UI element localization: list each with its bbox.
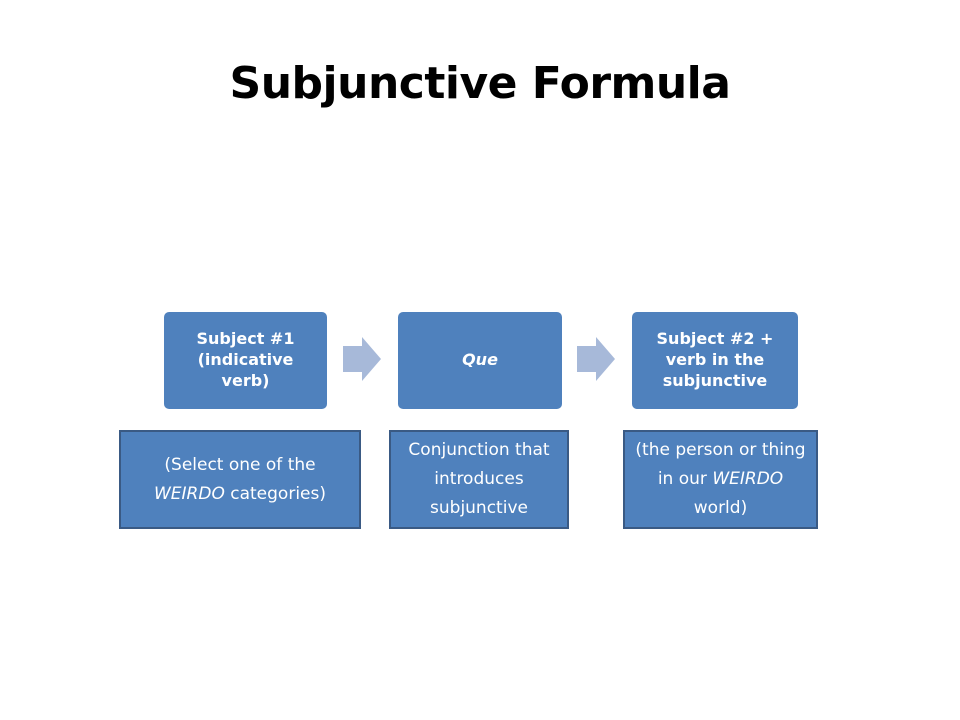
step-subject-1: Subject #1 (indicative verb) [164, 312, 327, 409]
note-subject-2: (the person or thing in our WEIRDO world… [623, 430, 818, 529]
note-text: (Select one of the [164, 454, 316, 475]
note-subject-1-text: (Select one of the WEIRDO categories) [129, 451, 351, 509]
note-que-text: Conjunction that introduces subjunctive [408, 440, 550, 518]
note-text: categories) [224, 483, 326, 504]
step-que: Que [398, 312, 562, 409]
arrow-shape [577, 337, 615, 381]
arrow-right-icon [343, 337, 381, 381]
note-subject-2-text: (the person or thing in our WEIRDO world… [633, 436, 808, 523]
note-emphasis: WEIRDO [153, 483, 225, 504]
step-que-label: Que [462, 350, 498, 370]
note-emphasis: WEIRDO [712, 469, 784, 489]
note-que: Conjunction that introduces subjunctive [389, 430, 569, 529]
note-subject-1: (Select one of the WEIRDO categories) [119, 430, 361, 529]
step-subject-2: Subject #2 + verb in the subjunctive [632, 312, 798, 409]
arrow-shape [343, 337, 381, 381]
step-subject-1-label: Subject #1 (indicative verb) [196, 329, 295, 390]
slide-title: Subjunctive Formula [229, 58, 731, 109]
note-text: (the person or thing in our [635, 440, 806, 489]
step-subject-2-label: Subject #2 + verb in the subjunctive [656, 329, 774, 390]
arrow-right-icon [577, 337, 615, 381]
note-text: world) [693, 498, 748, 518]
